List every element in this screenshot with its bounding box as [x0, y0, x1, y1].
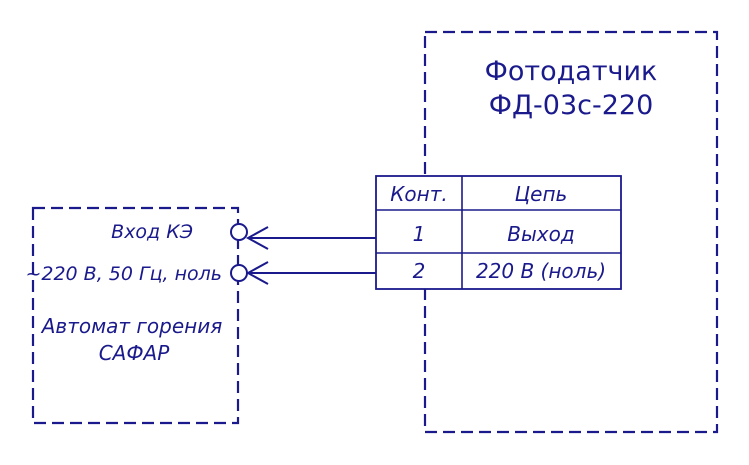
table-cell-contact: 2 [413, 259, 426, 283]
controller-frame [31, 206, 240, 425]
sensor-title: Фотодатчик [485, 56, 658, 87]
input-label-neutral: ~220 В, 50 Гц, ноль [25, 263, 222, 285]
table-cell-circuit: Выход [507, 222, 574, 246]
contact-table: Конт. Цепь 1 Выход 2 220 В (ноль) [375, 175, 622, 290]
table-header-circuit: Цепь [515, 182, 568, 206]
controller-model: САФАР [99, 341, 171, 365]
terminal-icon [230, 223, 248, 241]
sensor-model: ФД-03с-220 [489, 90, 654, 121]
arrow-head-icon [245, 226, 269, 250]
table-header-contact: Конт. [390, 182, 448, 206]
input-label-ke: Вход КЭ [111, 221, 193, 243]
sensor-frame [423, 30, 719, 434]
controller-block: Вход КЭ ~220 В, 50 Гц, ноль Автомат горе… [25, 206, 240, 425]
table-cell-circuit: 220 В (ноль) [476, 259, 606, 283]
table-border [375, 175, 622, 290]
wire-output [245, 226, 376, 250]
terminal-icon [230, 264, 248, 282]
controller-name: Автомат горения [40, 314, 223, 338]
sensor-block: Фотодатчик ФД-03с-220 [423, 30, 719, 434]
wire-neutral [245, 261, 376, 285]
table-cell-contact: 1 [413, 222, 426, 246]
